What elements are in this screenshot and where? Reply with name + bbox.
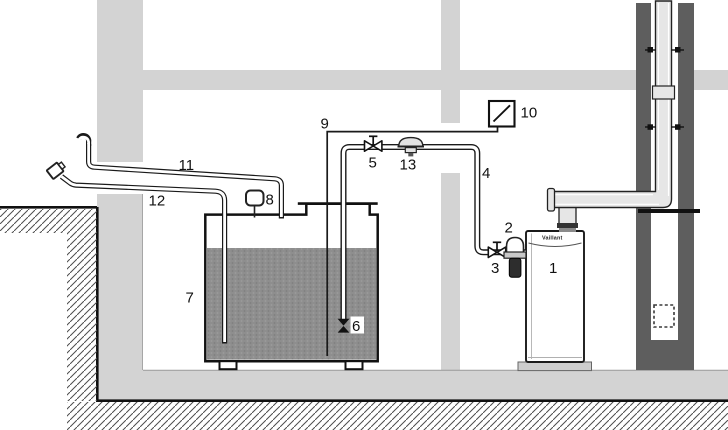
foot-valve <box>337 316 364 334</box>
label-shutoff-valve: 5 <box>369 155 377 172</box>
oil-filter <box>503 236 527 278</box>
label-fill-pipe: 12 <box>149 193 166 210</box>
flue-system <box>546 0 700 226</box>
flue-end-cap <box>546 187 556 212</box>
label-filter-valve: 3 <box>491 260 499 277</box>
suction-line-inner <box>341 145 526 319</box>
chimney-wall-left <box>636 3 651 370</box>
flue-adapter-dark-band <box>557 223 578 228</box>
chimney-wall-right <box>678 3 694 370</box>
anti-siphon-valve <box>397 136 424 157</box>
fill-pipe <box>46 161 228 344</box>
shutoff-valve <box>363 135 383 152</box>
boiler-cabinet <box>525 230 585 363</box>
flue-spacer-blocks <box>647 47 681 130</box>
label-level-gauge: 10 <box>521 105 538 122</box>
flue-adapter-light-band <box>559 228 576 232</box>
chimney <box>636 3 694 370</box>
chimney-cleanout-opening <box>653 304 675 328</box>
label-probe-line: 9 <box>321 116 329 133</box>
foundation-outline <box>96 207 728 402</box>
label-tank: 7 <box>186 290 194 307</box>
vent-pipe <box>76 133 284 219</box>
chimney-base <box>651 340 678 370</box>
labels: 1 2 3 4 5 6 7 8 9 10 11 12 13 <box>149 105 558 336</box>
interior-wall <box>441 0 460 370</box>
level-gauge-needle <box>492 104 511 123</box>
label-boiler: 1 <box>549 260 557 277</box>
ceiling-slab-right <box>694 70 728 90</box>
ceiling-slab <box>143 70 636 90</box>
vent-pipe-inner <box>87 143 283 217</box>
label-vent-pipe: 11 <box>179 157 195 174</box>
label-level-indicator: 8 <box>266 192 274 209</box>
tank-foot-left <box>218 360 238 371</box>
probe-line <box>326 126 499 356</box>
ground-hatch-bottom <box>67 402 728 430</box>
label-foot-valve: 6 <box>352 318 360 335</box>
flue-support-plate <box>638 209 700 213</box>
ground-hatch-top <box>0 209 97 233</box>
vent-hook-inner <box>78 135 90 146</box>
ground-hatch-side <box>67 233 97 401</box>
boiler-front-arc <box>528 242 582 248</box>
tank-foot-right <box>344 360 364 371</box>
boiler-brand-logo: Vaillant <box>542 236 562 242</box>
fill-pipe-inner <box>60 175 226 342</box>
level-indicator <box>245 189 265 218</box>
basement-floor <box>97 370 728 401</box>
label-suction-line: 4 <box>482 165 490 182</box>
foot-valve-label-bg <box>350 316 364 334</box>
tank-oil-fill <box>207 248 377 360</box>
flue-joint-collar <box>651 85 676 100</box>
label-oil-filter: 2 <box>505 220 513 237</box>
level-gauge <box>487 99 516 128</box>
flue-pipe <box>550 0 673 209</box>
boiler: Vaillant <box>517 223 592 372</box>
fill-coupling-cap <box>46 161 67 180</box>
oil-tank <box>204 202 379 371</box>
boiler-plinth <box>517 361 592 372</box>
suction-line <box>340 144 526 319</box>
label-anti-siphon-valve: 13 <box>400 157 417 174</box>
